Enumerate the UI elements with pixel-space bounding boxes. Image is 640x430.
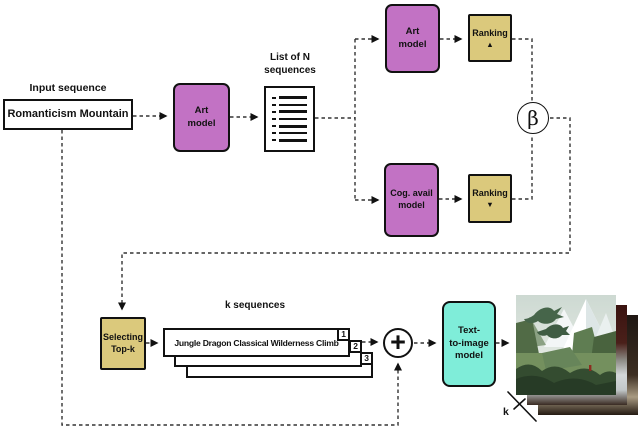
cog-avail-line1: Cog. avail xyxy=(390,188,433,199)
ranking-down-box: Ranking ▼ xyxy=(468,174,512,223)
art-model-2-line2: model xyxy=(398,38,427,50)
plus-node: + xyxy=(383,328,413,358)
art-model-2-line1: Art xyxy=(405,26,420,38)
edge-input-bypass xyxy=(61,130,402,426)
doc-line xyxy=(272,117,307,120)
selecting-line2: Top-k xyxy=(111,343,135,354)
beta-node: β xyxy=(517,102,549,134)
text-to-image-model-box: Text- to-image model xyxy=(442,301,496,387)
selecting-topk-box: Selecting Top-k xyxy=(100,317,146,370)
sequence-text: Jungle Dragon Classical Wilderness Climb xyxy=(174,337,339,348)
cog-avail-model-box: Cog. avail model xyxy=(384,163,439,237)
t2i-line2: to-image xyxy=(449,337,489,349)
generated-image-dragon xyxy=(516,295,616,395)
sequence-box-1: Jungle Dragon Classical Wilderness Climb… xyxy=(163,328,350,357)
beta-symbol: β xyxy=(527,106,539,130)
doc-line xyxy=(272,132,307,135)
ranking-up-box: Ranking ▲ xyxy=(468,14,512,62)
art-model-1-box: Art model xyxy=(173,83,230,152)
list-caption-line2: sequences xyxy=(264,64,316,76)
triangle-up-icon: ▲ xyxy=(486,39,494,49)
input-caption: Input sequence xyxy=(29,82,107,94)
document-icon xyxy=(264,86,315,152)
ranking-up-label: Ranking xyxy=(472,27,508,38)
list-caption-line1: List of N xyxy=(270,52,310,63)
sequence-badge-2: 2 xyxy=(349,340,362,353)
input-sequence-text: Romanticism Mountain xyxy=(7,108,129,121)
input-sequence-box: Romanticism Mountain xyxy=(3,99,133,130)
art-model-2-box: Art model xyxy=(385,4,440,73)
k-count-label: k xyxy=(503,406,509,418)
k-bus-tick xyxy=(513,398,526,410)
t2i-line1: Text- xyxy=(458,325,480,337)
list-caption: List of N sequences xyxy=(250,52,330,77)
doc-line xyxy=(272,103,307,106)
cog-avail-line2: model xyxy=(398,200,425,210)
art-model-1-line1: Art xyxy=(194,105,209,117)
doc-line xyxy=(272,110,307,114)
triangle-down-icon: ▼ xyxy=(486,200,494,210)
edge-rankdown-to-beta xyxy=(512,135,533,200)
selecting-line1: Selecting xyxy=(102,331,143,342)
doc-line xyxy=(272,138,307,142)
sequence-badge-3: 3 xyxy=(360,352,373,365)
edge-list-split xyxy=(315,39,356,200)
k-bus-diagonal xyxy=(507,391,537,422)
edge-beta-to-selecting xyxy=(118,117,571,311)
plus-symbol: + xyxy=(390,326,406,357)
t2i-line3: model xyxy=(455,350,483,362)
edge-rankup-to-beta xyxy=(512,38,533,101)
k-sequences-caption: k sequences xyxy=(224,300,286,311)
ranking-down-label: Ranking xyxy=(472,188,508,199)
doc-line xyxy=(272,96,307,99)
sequence-badge-1: 1 xyxy=(337,328,350,341)
doc-line xyxy=(272,124,307,128)
art-model-1-line2: model xyxy=(187,117,216,129)
